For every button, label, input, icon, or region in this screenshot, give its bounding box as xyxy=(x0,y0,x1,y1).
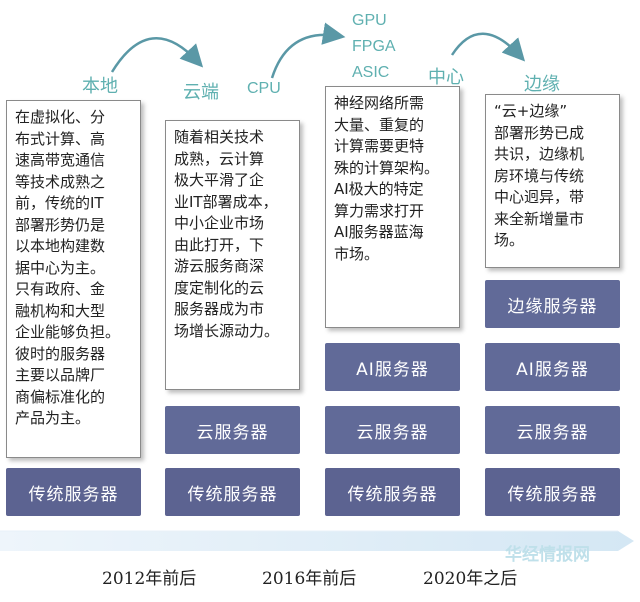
server-box-traditional-col2: 传统服务器 xyxy=(165,468,300,516)
stage-label-center: 中心 xyxy=(428,67,464,88)
server-box-ai-col4: AI服务器 xyxy=(485,343,620,391)
stage-label-cloud: 云端 xyxy=(183,82,219,103)
server-box-edge: 边缘服务器 xyxy=(485,280,620,328)
description-box-ai: 神经网络所需 大量、重复的 计算需要更特 殊的计算架构。 AI极大的特定 算力需… xyxy=(325,86,460,328)
arrow-center-to-edge xyxy=(450,32,526,62)
stage-label-local: 本地 xyxy=(82,76,118,97)
description-box-local: 在虚拟化、分 布式计算、高 速高带宽通信 等技术成熟之 前，传统的IT 部署形势… xyxy=(6,100,141,458)
arrow-cpu-to-gpu xyxy=(270,22,346,79)
year-label-2020: 2020年之后 xyxy=(423,569,518,589)
tech-label-gpu: GPU xyxy=(352,12,387,29)
tech-label-fpga: FPGA xyxy=(352,38,396,55)
year-label-2012: 2012年前后 xyxy=(102,569,197,589)
stage-label-edge: 边缘 xyxy=(524,74,560,95)
tech-label-asic: ASIC xyxy=(352,64,390,81)
description-box-edge: “云+边缘” 部署形势已成 共识，边缘机 房环境与传统 中心迥异，带 来全新增量… xyxy=(485,94,620,268)
year-label-2016: 2016年前后 xyxy=(262,569,357,589)
description-box-cloud: 随着相关技术 成熟，云计算 极大平滑了企 业IT部署成本， 中小企业市场 由此打… xyxy=(165,120,300,390)
server-box-cloud-col4: 云服务器 xyxy=(485,406,620,454)
watermark-text: 华经情报网 xyxy=(505,545,590,565)
timeline-bar xyxy=(0,531,634,551)
tech-label-cpu: CPU xyxy=(247,80,281,97)
server-box-traditional-col1: 传统服务器 xyxy=(6,468,141,516)
arrow-local-to-cloud xyxy=(110,37,204,73)
server-box-cloud-col3: 云服务器 xyxy=(325,406,460,454)
server-box-cloud-col2: 云服务器 xyxy=(165,406,300,454)
server-box-ai-col3: AI服务器 xyxy=(325,343,460,391)
server-box-traditional-col4: 传统服务器 xyxy=(485,468,620,516)
server-box-traditional-col3: 传统服务器 xyxy=(325,468,460,516)
